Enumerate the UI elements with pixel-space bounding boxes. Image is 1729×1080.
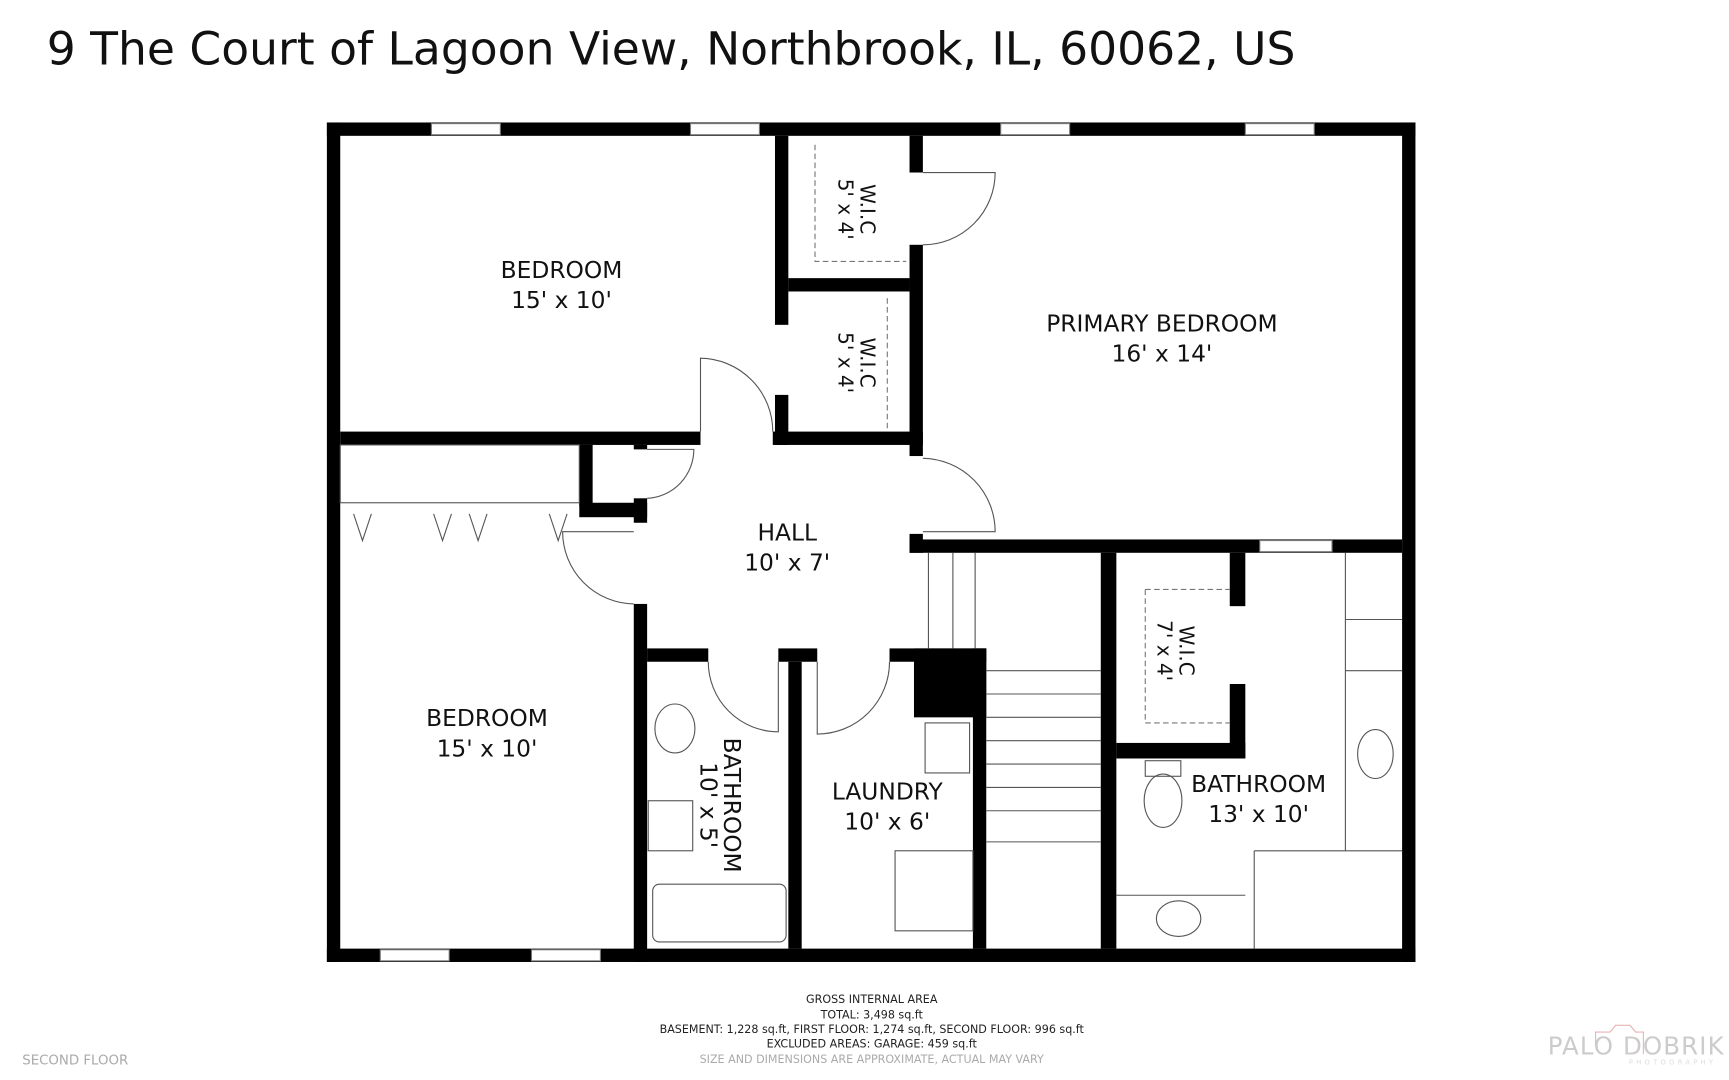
- room-name: LAUNDRY: [832, 778, 944, 806]
- room-name: BEDROOM: [426, 704, 548, 732]
- floor-label: SECOND FLOOR: [22, 1053, 128, 1068]
- room-size: 10' x 5': [694, 762, 722, 848]
- room-size: 5' x 4': [833, 179, 857, 240]
- room-size: 10' x 7': [744, 549, 830, 577]
- room-name: W.I.C: [856, 338, 880, 388]
- room-size: 16' x 14': [1112, 340, 1213, 368]
- room-size: 10' x 6': [844, 808, 930, 836]
- room-size: 5' x 4': [833, 332, 857, 393]
- room-size: 7' x 4': [1152, 620, 1176, 681]
- room-name: BATHROOM: [718, 738, 746, 873]
- room-labels: BEDROOM 15' x 10' W.I.C 5' x 4' W.I.C 5'…: [426, 179, 1326, 873]
- room-name: W.I.C: [1175, 626, 1199, 676]
- room-name: W.I.C: [856, 184, 880, 234]
- svg-text:SIZE AND DIMENSIONS ARE APPROX: SIZE AND DIMENSIONS ARE APPROXIMATE, ACT…: [700, 1053, 1044, 1066]
- room-name: BATHROOM: [1191, 770, 1326, 798]
- svg-text:BASEMENT: 1,228 sq.ft, FIRST F: BASEMENT: 1,228 sq.ft, FIRST FLOOR: 1,27…: [660, 1023, 1085, 1036]
- stairs: [927, 552, 1101, 843]
- property-address: 9 The Court of Lagoon View, Northbrook, …: [47, 23, 1296, 76]
- brand-logo: PALO DOBRIK PHOTOGRAPHY: [1548, 1024, 1725, 1066]
- room-name: PRIMARY BEDROOM: [1046, 310, 1277, 338]
- svg-text:EXCLUDED AREAS: GARAGE: 459 sq: EXCLUDED AREAS: GARAGE: 459 sq.ft: [767, 1038, 978, 1051]
- area-summary: GROSS INTERNAL AREA TOTAL: 3,498 sq.ft B…: [660, 993, 1085, 1066]
- svg-text:PALO DOBRIK: PALO DOBRIK: [1548, 1031, 1725, 1060]
- walls: [326, 122, 1416, 962]
- room-size: 15' x 10': [511, 286, 612, 314]
- svg-text:TOTAL: 3,498 sq.ft: TOTAL: 3,498 sq.ft: [820, 1009, 924, 1022]
- room-name: BEDROOM: [501, 256, 623, 284]
- room-size: 13' x 10': [1208, 800, 1309, 828]
- svg-text:GROSS INTERNAL AREA: GROSS INTERNAL AREA: [806, 993, 938, 1006]
- fixtures: [339, 144, 1403, 949]
- room-name: HALL: [757, 519, 817, 547]
- svg-text:PHOTOGRAPHY: PHOTOGRAPHY: [1629, 1058, 1716, 1066]
- room-size: 15' x 10': [437, 734, 538, 762]
